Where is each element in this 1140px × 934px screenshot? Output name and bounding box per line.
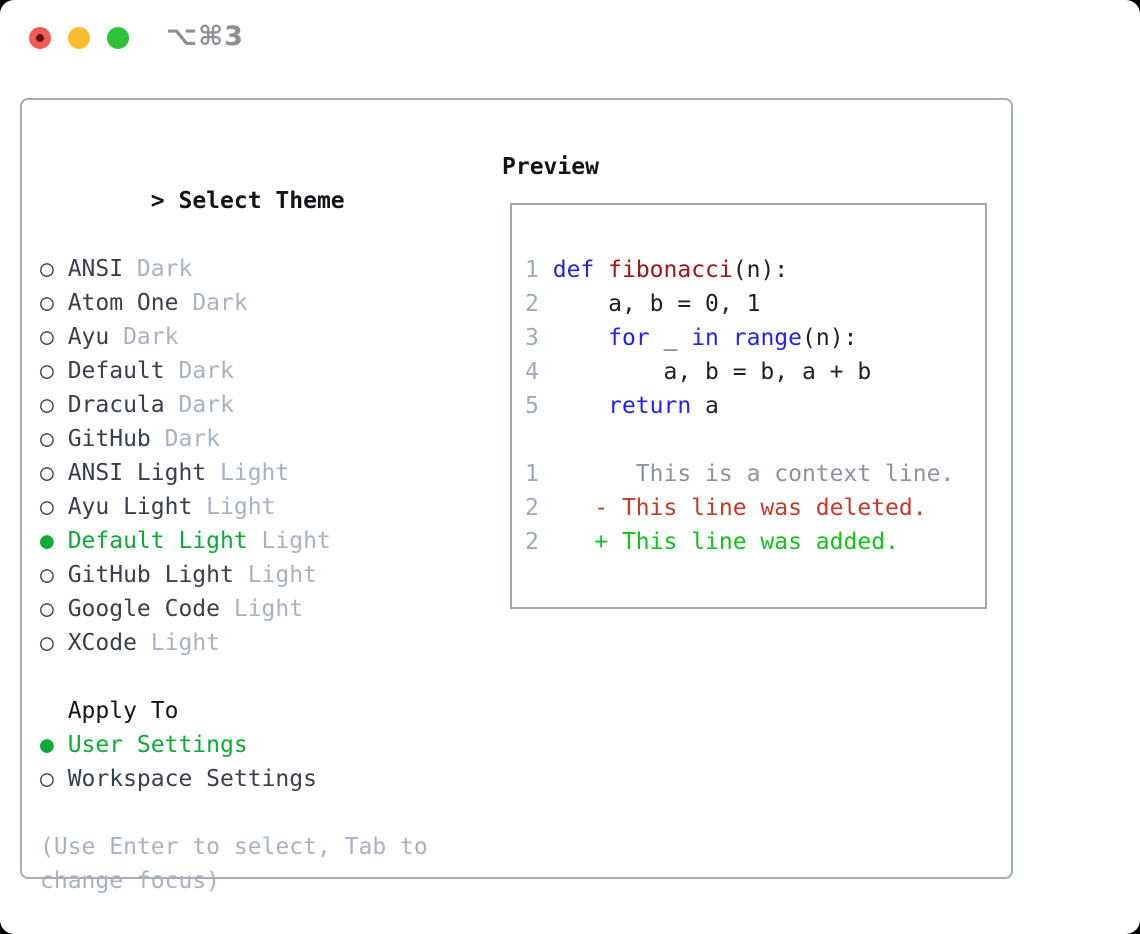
radio-unselected-icon: ○: [40, 562, 54, 588]
radio-unselected-icon: ○: [40, 256, 54, 282]
radio-selected-icon: ●: [40, 732, 54, 758]
theme-name: Default Light: [67, 528, 248, 554]
select-theme-header: > Select Theme: [40, 150, 428, 252]
code-line-1: 1 def fibonacci(n):: [525, 257, 789, 283]
radio-unselected-icon: ○: [40, 766, 54, 792]
code-line-3: 3 for _ in range(n):: [525, 325, 858, 351]
radio-selected-icon: ●: [40, 528, 54, 554]
code-line-5: 5 return a: [525, 393, 719, 419]
theme-name: Default: [67, 358, 165, 384]
blank-line: [525, 423, 985, 457]
theme-option-ayu[interactable]: ○ Ayu Dark: [40, 320, 428, 354]
theme-name: ANSI: [67, 256, 124, 282]
theme-name: GitHub Light: [67, 562, 234, 588]
diff-context-line: 1 This is a context line.: [525, 461, 955, 487]
theme-variant: Light: [247, 562, 317, 588]
theme-name: Atom One: [67, 290, 179, 316]
theme-option-ansi[interactable]: ○ ANSI Dark: [40, 252, 428, 286]
theme-option-default-light[interactable]: ● Default Light Light: [40, 524, 428, 558]
theme-option-default[interactable]: ○ Default Dark: [40, 354, 428, 388]
theme-option-google-code[interactable]: ○ Google Code Light: [40, 592, 428, 626]
radio-unselected-icon: ○: [40, 630, 54, 656]
theme-name: Ayu: [67, 324, 110, 350]
theme-name: GitHub: [67, 426, 151, 452]
radio-unselected-icon: ○: [40, 290, 54, 316]
theme-variant: Dark: [164, 426, 221, 452]
diff-added-line: 2 + This line was added.: [525, 529, 899, 555]
theme-name: ANSI Light: [67, 460, 207, 486]
select-theme-title: Select Theme: [178, 188, 345, 214]
apply-option-label: User Settings: [67, 732, 248, 758]
theme-name: Dracula: [67, 392, 165, 418]
theme-option-github[interactable]: ○ GitHub Dark: [40, 422, 428, 456]
diff-deleted-line: 2 - This line was deleted.: [525, 495, 927, 521]
preview-header: Preview: [502, 154, 599, 180]
code-line-4: 4 a, b = b, a + b: [525, 359, 872, 385]
help-text-line-2: change focus): [40, 868, 221, 894]
theme-name: Google Code: [67, 596, 221, 622]
radio-unselected-icon: ○: [40, 426, 54, 452]
theme-variant: Dark: [178, 358, 234, 384]
theme-option-atom-one[interactable]: ○ Atom One Dark: [40, 286, 428, 320]
theme-variant: Dark: [123, 324, 179, 350]
apply-option-user-settings[interactable]: ● User Settings: [40, 728, 428, 762]
titlebar: ⌥⌘3: [0, 0, 1140, 76]
theme-variant: Light: [233, 596, 304, 622]
theme-option-github-light[interactable]: ○ GitHub Light Light: [40, 558, 428, 592]
radio-unselected-icon: ○: [40, 392, 54, 418]
help-text: (Use Enter to select, Tab to change focu…: [40, 830, 428, 898]
minimize-button[interactable]: [68, 27, 90, 49]
preview-code: 1 def fibonacci(n): 2 a, b = 0, 1 3 for _ …: [512, 205, 985, 559]
theme-variant: Light: [261, 528, 331, 554]
help-text-line-1: (Use Enter to select, Tab to: [40, 834, 428, 860]
radio-unselected-icon: ○: [40, 324, 54, 350]
theme-option-xcode[interactable]: ○ XCode Light: [40, 626, 428, 660]
theme-variant: Dark: [178, 392, 234, 418]
theme-name: Ayu Light: [67, 494, 193, 520]
close-dot-icon: [36, 34, 44, 42]
zoom-button[interactable]: [107, 27, 129, 49]
theme-option-dracula[interactable]: ○ Dracula Dark: [40, 388, 428, 422]
theme-name: XCode: [67, 630, 137, 656]
apply-to-header: Apply To: [67, 698, 179, 724]
radio-unselected-icon: ○: [40, 460, 54, 486]
theme-variant: Light: [206, 494, 276, 520]
radio-unselected-icon: ○: [40, 358, 54, 384]
apply-option-workspace-settings[interactable]: ○ Workspace Settings: [40, 762, 428, 796]
prompt-caret-icon: >: [150, 188, 165, 214]
theme-variant: Dark: [136, 256, 193, 282]
apply-option-label: Workspace Settings: [67, 766, 317, 792]
window-title: ⌥⌘3: [166, 21, 244, 52]
preview-box: 1 def fibonacci(n): 2 a, b = 0, 1 3 for _ …: [510, 203, 987, 609]
theme-variant: Light: [220, 460, 290, 486]
radio-unselected-icon: ○: [40, 596, 54, 622]
close-button[interactable]: [29, 27, 51, 49]
code-line-2: 2 a, b = 0, 1: [525, 291, 761, 317]
radio-unselected-icon: ○: [40, 494, 54, 520]
theme-option-ansi-light[interactable]: ○ ANSI Light Light: [40, 456, 428, 490]
theme-variant: Light: [150, 630, 221, 656]
theme-option-ayu-light[interactable]: ○ Ayu Light Light: [40, 490, 428, 524]
theme-variant: Dark: [192, 290, 248, 316]
apply-to-list: ● User Settings ○ Workspace Settings: [40, 728, 428, 796]
